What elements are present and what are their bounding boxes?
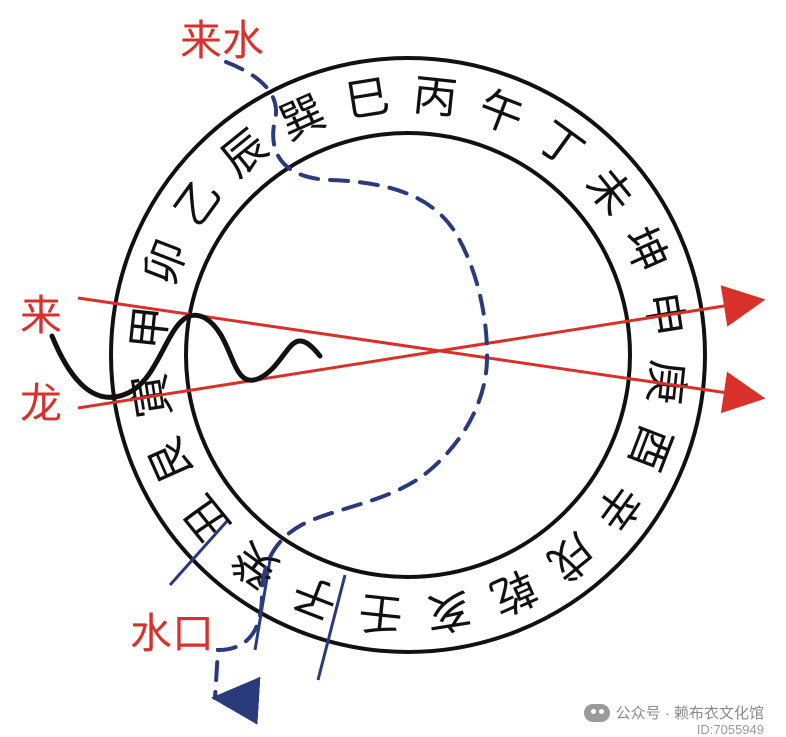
outer-ring: [109, 56, 707, 654]
sector-divider-3: [316, 574, 347, 681]
ring-label: 乙: [165, 170, 232, 236]
ring-label: 壬: [356, 585, 405, 640]
ring-label: 子: [286, 565, 345, 628]
watermark-id: ID:7055949: [696, 722, 764, 737]
sector-divider-1: [168, 519, 230, 586]
ring-label: 卯: [135, 233, 198, 292]
incoming-dragon-label-1: 来: [20, 291, 62, 340]
dragon-wave: [49, 312, 323, 400]
watermark-account: 公众号 · 赖布衣文化馆: [615, 705, 764, 722]
water-flow-path: [211, 60, 490, 725]
ring-label: 辰: [212, 120, 278, 187]
ring-label: 午: [471, 82, 530, 145]
incoming-water-label: 来水: [180, 16, 264, 65]
inner-ring: [184, 131, 632, 579]
ring-label: 未: [576, 159, 643, 225]
ring-label: 乾: [483, 559, 544, 623]
ring-label: 艮: [139, 430, 203, 491]
ring-label: 丁: [527, 112, 593, 179]
dragon-line-lower: [77, 285, 766, 410]
water-outlet-label: 水口: [130, 609, 214, 658]
incoming-dragon-label-2: 龙: [20, 379, 62, 428]
ring-label: 丙: [411, 70, 460, 125]
ring-label: 坤: [612, 219, 676, 280]
wechat-icon: [583, 703, 610, 722]
watermark: 公众号 · 赖布衣文化馆: [583, 702, 764, 723]
ring-label: 巳: [342, 71, 393, 128]
ring-label: 戌: [538, 523, 604, 590]
ring-label: 巽: [272, 86, 333, 150]
ring-label: 亥: [423, 582, 474, 639]
ring-label: 辛: [584, 474, 651, 540]
ring-label: 丑: [173, 485, 240, 551]
ring-label: 酉: [618, 418, 681, 477]
